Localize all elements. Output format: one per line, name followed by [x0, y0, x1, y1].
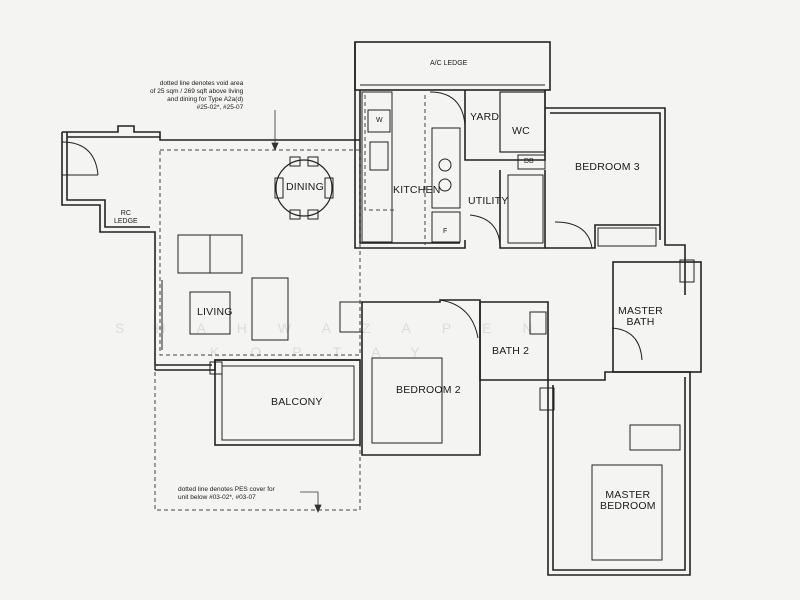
wc-box	[499, 91, 546, 153]
chair-living	[189, 291, 231, 335]
pes-cover-dashed	[154, 365, 361, 511]
label-kitchen: KITCHEN	[393, 184, 441, 196]
label-fridge: F	[443, 228, 448, 235]
note-pes-cover: dotted line denotes PES cover for unit b…	[178, 486, 275, 501]
wall-kitchen-outer	[354, 42, 466, 249]
wall-north-west	[62, 125, 360, 141]
label-wc: WC	[512, 125, 530, 137]
leader-pes	[300, 491, 319, 510]
door-utility-arc	[469, 214, 501, 246]
void-area-dashed	[159, 149, 361, 356]
wall-bath2	[479, 301, 549, 381]
kitchen-dashed	[364, 95, 395, 211]
wall-bedroom3-south	[545, 224, 660, 249]
wall-master	[547, 371, 691, 576]
door-west-arc	[61, 141, 99, 176]
wall-master-inner	[552, 377, 686, 571]
label-rc-ledge: RC LEDGE	[114, 210, 138, 225]
fridge-box	[431, 211, 461, 243]
label-bedroom-2: BEDROOM 2	[396, 384, 461, 396]
bed-b2	[371, 357, 443, 444]
stove-2	[438, 178, 452, 192]
db-box	[517, 154, 546, 170]
label-dining: DINING	[286, 181, 324, 193]
hob-box	[369, 141, 389, 171]
corridor-box	[339, 301, 363, 333]
utility-bed	[507, 174, 544, 244]
label-washer: W	[376, 117, 383, 124]
door-b3-arc	[554, 221, 593, 249]
wall-bedroom3-inner	[550, 112, 661, 240]
wall-bedroom2	[361, 299, 481, 456]
wall-utility	[499, 170, 546, 249]
label-balcony: BALCONY	[271, 396, 323, 408]
door-mbath-arc	[611, 327, 643, 361]
small-panel	[209, 361, 223, 375]
wall-west-ledge	[61, 132, 156, 370]
leader-pes-arrow	[314, 504, 322, 514]
door-b2-arc	[439, 299, 479, 339]
label-living: LIVING	[197, 306, 233, 318]
bed-master	[591, 464, 663, 561]
wall-bedroom3	[545, 107, 686, 295]
ac-ledge-box	[354, 41, 551, 91]
leader-void-arrow	[271, 142, 279, 152]
balcony-inner	[221, 365, 355, 441]
washer-box	[367, 109, 391, 133]
watermark-line-1: SHAHWAZAPEN	[115, 320, 564, 336]
balcony-box	[214, 359, 361, 446]
watermark-line-2: KOPTAY	[210, 344, 451, 360]
wall-kitchen-inner	[359, 90, 460, 244]
label-bedroom-3: BEDROOM 3	[575, 161, 640, 173]
mbath-panel	[679, 259, 695, 283]
kitchen-counter-2	[431, 127, 461, 209]
dining-table	[275, 159, 333, 217]
label-db: DB	[524, 158, 534, 165]
label-bath-2: BATH 2	[492, 345, 530, 357]
label-master-bath: MASTER BATH	[618, 305, 663, 328]
wall-west-ledge-inner	[66, 132, 150, 228]
door-kitchen-arc	[429, 91, 466, 126]
wall-yard	[464, 90, 546, 161]
stove-1	[438, 158, 452, 172]
bath-panel-1	[539, 387, 555, 411]
kitchen-counter	[361, 91, 393, 243]
label-yard: YARD	[470, 111, 500, 123]
wardrobe-master	[629, 424, 681, 451]
sofa-2	[251, 277, 289, 341]
label-utility: UTILITY	[468, 195, 509, 207]
label-ac-ledge: A/C LEDGE	[430, 60, 468, 67]
label-master-bedroom: MASTER BEDROOM	[600, 489, 656, 512]
note-void-area: dotted line denotes void area of 25 sqm …	[150, 80, 244, 111]
wardrobe-b3	[597, 227, 657, 247]
bath2-fixture	[529, 311, 547, 335]
